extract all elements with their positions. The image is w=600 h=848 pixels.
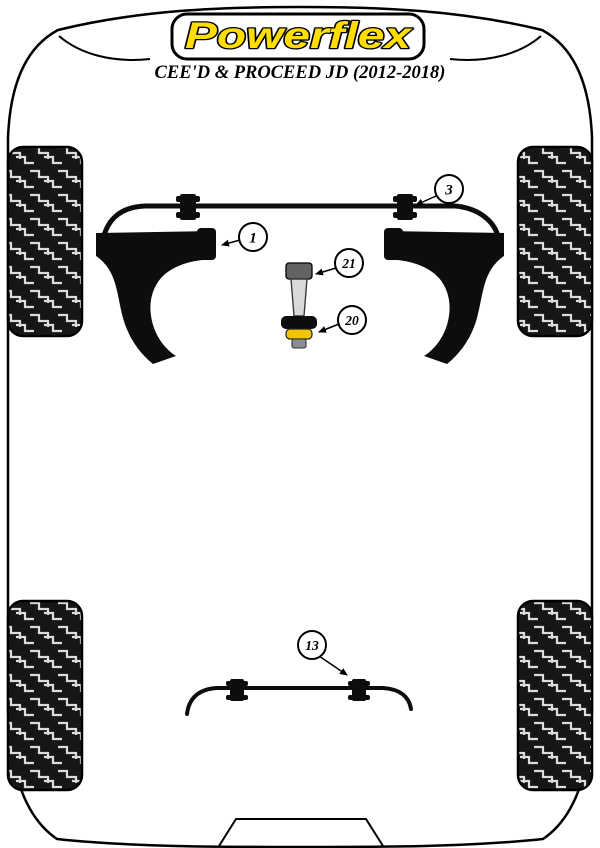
engine-mount-stud: [291, 338, 307, 349]
front-arb-bushing-right: [393, 194, 417, 220]
rear-panel-line: [218, 818, 384, 847]
callout-20-label: 20: [344, 313, 359, 328]
engine-mount-bushing-yellow: [285, 328, 313, 340]
engine-mount-bracket: [285, 262, 313, 280]
engine-mount-assembly: [281, 262, 317, 349]
callout-1-arrow: [221, 239, 241, 247]
logo-border: [170, 12, 426, 61]
callout-3-circle[interactable]: [434, 174, 464, 204]
callout-1[interactable]: 1: [238, 222, 268, 252]
callout-1-circle[interactable]: [238, 222, 268, 252]
hood-curve-left-icon: [58, 35, 151, 61]
callout-21-arrow: [315, 267, 337, 276]
tire-rear-left: [6, 599, 84, 792]
engine-mount-column: [290, 278, 308, 317]
callout-3-arrow: [415, 195, 437, 206]
rear-arb-bushing-right: [348, 679, 370, 701]
logo-text: Powerflex: [185, 15, 413, 56]
rear-arb-bar: [185, 686, 413, 716]
callout-13-arrow: [318, 655, 348, 676]
front-arm-bushing-left: [197, 228, 216, 260]
brand-logo: Powerflex: [170, 12, 426, 61]
tire-front-left: [6, 145, 84, 338]
front-arb-bar: [100, 203, 500, 243]
front-lower-arm-right: [386, 231, 504, 364]
front-arm-bushing-right: [384, 228, 403, 260]
callout-21[interactable]: 21: [334, 248, 364, 278]
vehicle-title: CEE'D & PROCEED JD (2012-2018): [155, 63, 446, 83]
callout-13-circle[interactable]: [297, 630, 327, 660]
rear-anti-roll-bar: [185, 679, 413, 716]
front-lower-arm-left: [96, 231, 214, 364]
front-lower-arms: [96, 228, 504, 364]
car-body: [6, 5, 594, 848]
callout-20[interactable]: 20: [337, 305, 367, 335]
callout-20-arrow: [318, 323, 340, 333]
front-arb-bushing-left: [176, 194, 200, 220]
front-anti-roll-bar: [100, 194, 500, 243]
callout-3-label: 3: [444, 183, 453, 199]
tire-rear-right: [516, 599, 594, 792]
engine-mount-lower-bar: [281, 316, 317, 329]
callout-13-label: 13: [305, 638, 319, 653]
rear-arb-bushing-left: [226, 679, 248, 701]
callout-3[interactable]: 3: [434, 174, 464, 204]
hood-curve-right-icon: [449, 35, 542, 61]
car-body-outline: [6, 5, 594, 848]
callout-21-label: 21: [341, 256, 356, 271]
tires: [6, 145, 594, 792]
tire-front-right: [516, 145, 594, 338]
callout-21-circle[interactable]: [334, 248, 364, 278]
callout-arrows: [221, 195, 437, 676]
callout-20-circle[interactable]: [337, 305, 367, 335]
callout-13[interactable]: 13: [297, 630, 327, 660]
callout-1-label: 1: [249, 231, 257, 247]
